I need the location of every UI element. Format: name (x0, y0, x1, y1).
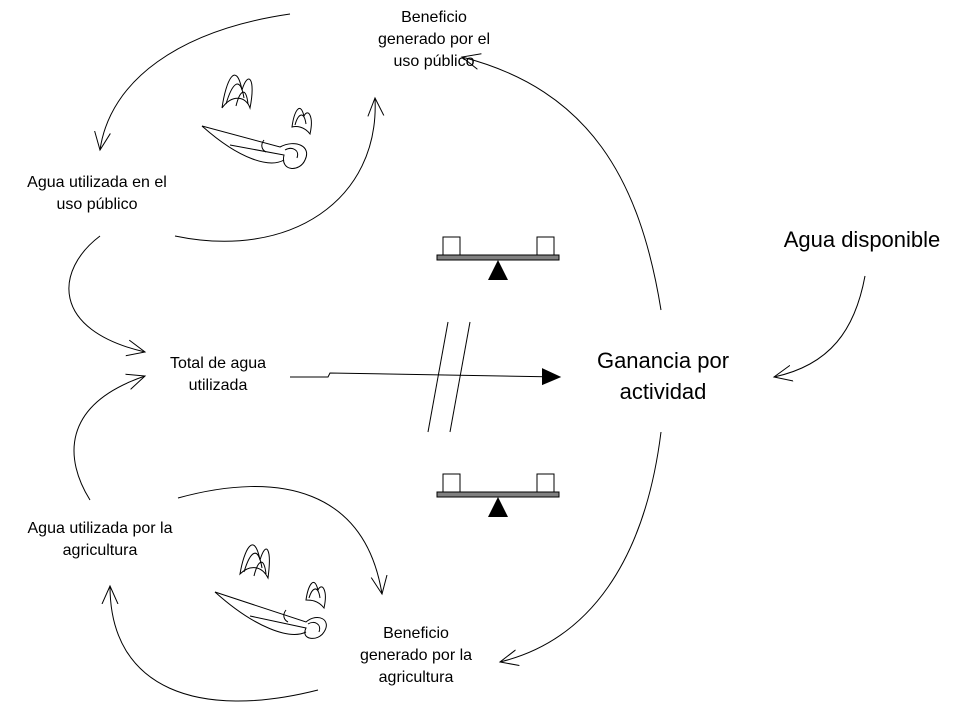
node-water-available: Agua disponible (783, 227, 941, 252)
node-gain-activity: Ganancia por actividad (596, 348, 730, 404)
link-water-public-to-benefit-public (174, 98, 375, 242)
link-available-to-gain (774, 275, 866, 377)
node-total-water: Total de agua utilizada (169, 355, 267, 394)
link-benefit-agri-to-water-agri (110, 586, 319, 702)
node-water-public: Agua utilizada en el uso público (27, 174, 167, 213)
link-water-agri-to-benefit-agri (177, 486, 382, 594)
link-gain-to-benefit-agri (500, 431, 662, 662)
node-benefit-agri: Beneficio generado por la agricultura (359, 625, 473, 686)
node-benefit-public: Beneficio generado por el uso público (377, 9, 491, 70)
link-water-agri-to-total (73, 376, 145, 501)
delay-mark (427, 321, 449, 433)
snail-icon (214, 544, 327, 639)
snail-icon (201, 74, 312, 169)
link-water-public-to-total (68, 235, 145, 352)
node-water-agri: Agua utilizada por la agricultura (27, 520, 173, 559)
delay-mark (449, 321, 471, 433)
link-gain-to-benefit-public (462, 57, 662, 311)
link-total-to-gain (290, 373, 560, 377)
link-benefit-public-to-water-public (100, 13, 291, 150)
balancing-loop-icon (436, 236, 560, 280)
balancing-loop-icon (436, 473, 560, 517)
